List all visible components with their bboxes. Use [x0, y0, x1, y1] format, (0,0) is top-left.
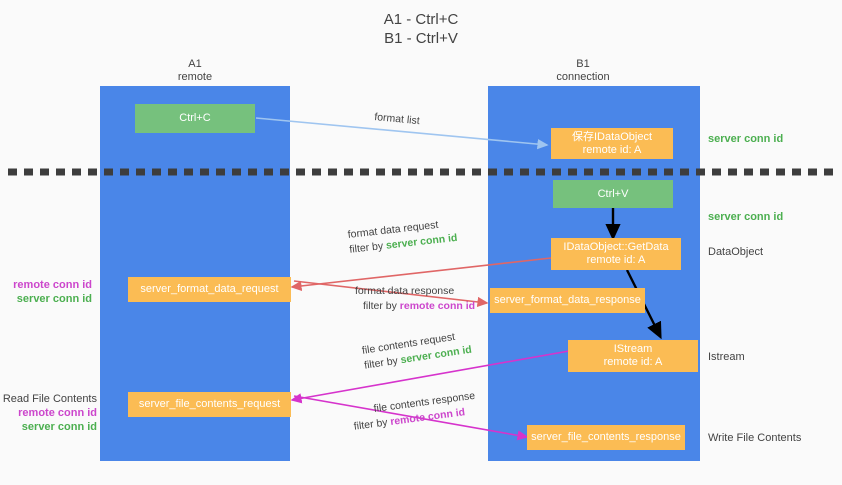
label-istream: Istream: [708, 350, 745, 364]
edge-label-format-data-response-key: remote conn id: [399, 300, 476, 312]
edge-label-format-data-response: format data response filter by remote co…: [355, 284, 475, 314]
edge-label-format-data-response-line1: format data response: [355, 285, 455, 297]
label-read-file-contents: Read File Contents: [2, 393, 97, 405]
box-istream-line1: IStream: [613, 343, 653, 355]
box-server-format-data-response-label: server_format_data_response: [494, 294, 641, 306]
edge-label-format-data-response-line2: filter by remote conn id: [355, 299, 475, 314]
box-ctrl-c[interactable]: Ctrl+C: [135, 104, 255, 133]
label-format-conn-ids: remote conn id server conn id: [0, 278, 92, 306]
box-idataobject-getdata-line2: remote id: A: [586, 254, 646, 266]
label-istream-text: Istream: [708, 351, 745, 363]
box-save-idataobject-line2: remote id: A: [582, 143, 642, 156]
box-istream[interactable]: IStream remote id: A: [568, 340, 698, 372]
edge-label-file-contents-request-prefix: filter by: [363, 354, 402, 372]
lane-header-a1-name: A1: [188, 58, 202, 70]
box-server-file-contents-response[interactable]: server_file_contents_response: [527, 425, 685, 450]
box-server-format-data-request-label: server_format_data_request: [140, 283, 279, 295]
box-istream-line2: remote id: A: [603, 356, 663, 368]
label-server-conn-id-top-text: server conn id: [708, 133, 784, 145]
lane-header-a1-sub: remote: [177, 71, 213, 83]
box-server-file-contents-request[interactable]: server_file_contents_request: [128, 392, 291, 417]
lane-header-b1-sub: connection: [556, 71, 610, 83]
edge-label-format-data-request: format data request filter by server con…: [347, 216, 458, 258]
label-read-file-contents-group: Read File Contents remote conn id server…: [0, 392, 97, 434]
label-dataobject-text: DataObject: [708, 246, 764, 258]
box-ctrl-v[interactable]: Ctrl+V: [553, 180, 673, 208]
page-title: A1 - Ctrl+C B1 - Ctrl+V: [0, 10, 842, 48]
box-ctrl-v-label: Ctrl+V: [597, 187, 629, 200]
lane-header-b1: B1 connection: [488, 58, 678, 84]
label-format-remote-conn-id: remote conn id: [13, 279, 92, 291]
box-idataobject-getdata[interactable]: IDataObject::GetData remote id: A: [551, 238, 681, 270]
edge-label-format-list-text: format list: [373, 110, 421, 128]
edge-label-format-data-response-prefix: filter by: [363, 300, 400, 312]
box-server-file-contents-response-label: server_file_contents_response: [531, 431, 681, 443]
label-write-file-contents-text: Write File Contents: [708, 432, 802, 444]
label-write-file-contents: Write File Contents: [708, 431, 801, 445]
label-dataobject: DataObject: [708, 245, 763, 259]
edge-label-file-contents-response-prefix: filter by: [353, 416, 392, 433]
box-save-idataobject-line1: 保存IDataObject: [571, 130, 653, 143]
box-ctrl-c-label: Ctrl+C: [179, 112, 211, 124]
label-server-conn-id-mid: server conn id: [708, 210, 783, 224]
edge-label-format-data-request-prefix: filter by: [348, 239, 387, 256]
edge-label-format-list: format list: [374, 110, 421, 129]
box-idataobject-getdata-line1: IDataObject::GetData: [563, 241, 669, 253]
box-server-file-contents-request-label: server_file_contents_request: [138, 398, 281, 410]
label-file-remote-conn-id: remote conn id: [18, 407, 97, 419]
lane-header-a1: A1 remote: [100, 58, 290, 84]
label-format-server-conn-id: server conn id: [16, 293, 92, 305]
lane-header-b1-name: B1: [576, 58, 590, 70]
label-file-server-conn-id: server conn id: [21, 421, 97, 433]
box-server-format-data-response[interactable]: server_format_data_response: [490, 288, 645, 313]
label-server-conn-id-top: server conn id: [708, 132, 783, 146]
box-save-idataobject[interactable]: 保存IDataObject remote id: A: [551, 128, 673, 159]
edge-label-file-contents-request: file contents request filter by server c…: [361, 328, 473, 374]
title-line-1: A1 - Ctrl+C: [383, 11, 459, 28]
title-line-2: B1 - Ctrl+V: [384, 30, 458, 47]
label-server-conn-id-mid-text: server conn id: [708, 211, 784, 223]
box-server-format-data-request[interactable]: server_format_data_request: [128, 277, 291, 302]
edge-label-file-contents-response: file contents response filter by remote …: [351, 389, 478, 435]
